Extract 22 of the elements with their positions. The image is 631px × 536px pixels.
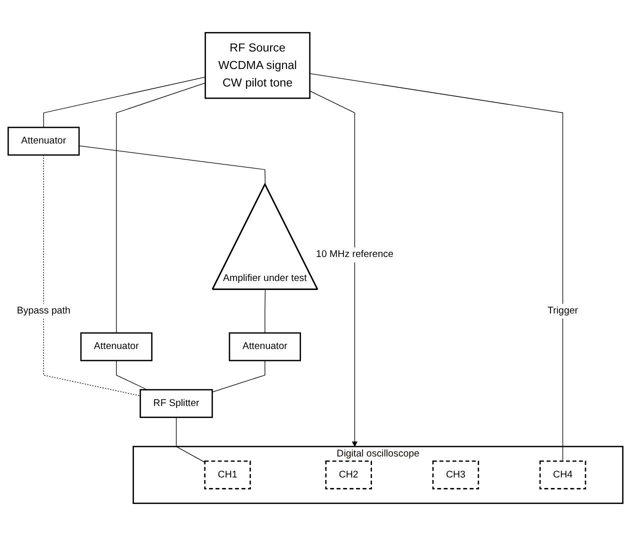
connector (116, 82, 206, 334)
node-box: CH2 (325, 460, 372, 490)
connector (176, 417, 206, 463)
connector (212, 360, 266, 392)
node-box: Attenuator (8, 126, 80, 156)
node-box: CH4 (539, 460, 586, 490)
arrow (309, 90, 358, 447)
edge-label: Bypass path (16, 305, 70, 316)
node-box: CH1 (204, 460, 251, 490)
connector (43, 154, 141, 396)
node-box: Attenuator (228, 332, 301, 362)
connector (78, 145, 266, 185)
node-box: RF Splitter (140, 389, 213, 418)
edge-label: Trigger (548, 305, 578, 316)
edge-label: 10 MHz reference (316, 248, 394, 260)
connector (309, 73, 564, 462)
node-box: Attenuator (80, 332, 152, 362)
connector (264, 289, 266, 334)
node-box: RF Source WCDMA signal CW pilot tone (204, 32, 310, 99)
connector (116, 360, 148, 390)
connector (43, 76, 206, 128)
node-box: CH3 (432, 460, 480, 490)
